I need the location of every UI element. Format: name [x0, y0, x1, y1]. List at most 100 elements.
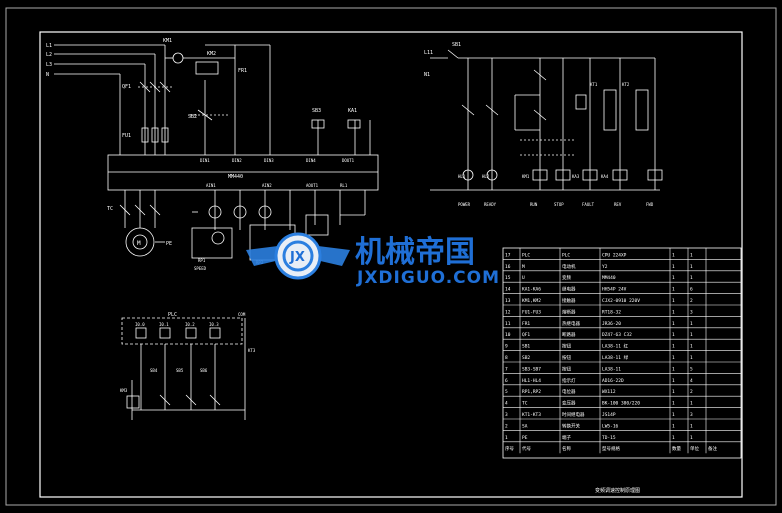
bom-header-cell: 型号规格	[602, 445, 620, 452]
label-inverter: MM440	[228, 174, 243, 180]
bom-cell: 转换开关	[562, 422, 580, 429]
bom-cell: 1	[672, 287, 675, 293]
input-n: N	[46, 72, 49, 78]
plc-in4: I0.3	[209, 322, 219, 327]
bom-cell: 1	[672, 412, 675, 418]
bom-cell: 1	[690, 435, 693, 441]
bom-cell: DZ47-63 C32	[602, 332, 632, 338]
bom-cell: 1	[672, 366, 675, 372]
bom-cell: 变频	[562, 274, 571, 281]
bom-cell: 按钮	[562, 343, 571, 350]
bom-cell: 6	[690, 287, 693, 293]
bom-cell: SB3-SB7	[522, 366, 541, 372]
watermark: JX 机械帝国 JXDIGUO.COM	[246, 232, 500, 288]
bom-cell: AD16-22D	[602, 378, 624, 384]
label-fu: FU1	[122, 133, 131, 139]
bom-cell: PLC	[522, 252, 530, 258]
bom-header-cell: 备注	[708, 445, 717, 452]
drawing-title: 变频调速控制原理图	[595, 487, 640, 494]
bom-cell: 17	[505, 252, 511, 258]
label-sb3: SB3	[312, 108, 321, 114]
bom-cell: 6	[505, 378, 508, 384]
bom-cell: 1	[690, 264, 693, 270]
bom-cell: 3	[690, 309, 693, 315]
bom-cell: 5	[505, 389, 508, 395]
label-sb2: SB2	[188, 114, 197, 120]
bom-cell: 1	[672, 252, 675, 258]
bom-cell: CJX2-0910 220V	[602, 298, 640, 304]
bom-cell: 1	[672, 298, 675, 304]
outer-frame	[5, 7, 777, 506]
watermark-en: JXDIGUO.COM	[356, 268, 500, 288]
bom-cell: PE	[522, 435, 528, 441]
watermark-logo-letters: JX	[289, 250, 305, 265]
bom-cell: 1	[690, 252, 693, 258]
bom-cell: FR1	[522, 321, 530, 327]
bom-cell: 1	[690, 332, 693, 338]
bom-cell: 按钮	[562, 365, 571, 372]
plc-sb6: SB6	[200, 368, 208, 373]
bom-cell: 电位器	[562, 388, 576, 395]
bom-cell: 13	[505, 298, 511, 304]
label-hl1: HL1	[458, 174, 466, 179]
plc-com: COM	[238, 312, 246, 317]
bom-cell: M	[522, 264, 525, 270]
plc-title: PLC	[168, 312, 177, 318]
label-rl1: RL1	[340, 183, 348, 188]
caption-ready: READY	[484, 202, 497, 207]
bom-cell: 按钮	[562, 354, 571, 361]
plc-km3: KM3	[120, 388, 128, 393]
label-ka1: KA1	[348, 108, 357, 114]
label-din1: DIN1	[200, 158, 210, 163]
bom-cell: 7	[505, 366, 508, 372]
bom-cell: TC	[522, 401, 528, 407]
bom-cell: QF1	[522, 332, 530, 338]
bom-cell: HL1-HL4	[522, 378, 541, 384]
plc-sb4: SB4	[150, 368, 158, 373]
caption-power: POWER	[458, 202, 471, 207]
bom-cell: 接触器	[562, 297, 576, 304]
bom-cell: 1	[672, 378, 675, 384]
bom-cell: 1	[672, 309, 675, 315]
bom-grid	[503, 248, 741, 454]
bom-cell: 1	[690, 275, 693, 281]
bom-cell: 1	[672, 355, 675, 361]
bom-cell: 2	[690, 298, 693, 304]
plc-in1: I0.0	[135, 322, 145, 327]
label-qf: QF1	[122, 84, 131, 90]
label-din3: DIN3	[264, 158, 274, 163]
bom-cell: 3	[690, 412, 693, 418]
label-din2: DIN2	[232, 158, 242, 163]
label-motor: M	[137, 240, 141, 247]
bom-cell: 8	[505, 355, 508, 361]
watermark-logo-icon: JX	[246, 232, 350, 280]
label-kt2: KT2	[622, 82, 630, 87]
label-ain1: AIN1	[206, 183, 216, 188]
bom-cell: WX112	[602, 389, 616, 395]
bom-cell: 4	[505, 401, 508, 407]
label-kt1: KT1	[590, 82, 598, 87]
bom-cell: 12	[505, 309, 511, 315]
watermark-cn: 机械帝国	[355, 235, 475, 270]
bom-cell: 1	[672, 435, 675, 441]
bom-cell: 端子	[562, 434, 571, 441]
bom-cell: 11	[505, 321, 511, 327]
caption-rev: REV	[614, 202, 622, 207]
bom-cell: RT18-32	[602, 309, 621, 315]
bom-cell: 1	[672, 423, 675, 429]
label-rp1: RP1	[198, 258, 206, 263]
bom-header-cell: 代号	[522, 445, 531, 452]
bom-cell: 9	[505, 344, 508, 350]
input-l3: L3	[46, 62, 52, 68]
label-fr: FR1	[238, 68, 247, 74]
label-dout1: DOUT1	[342, 158, 355, 163]
bom-cell: RP1,RP2	[522, 389, 541, 395]
bom-cell: 断路器	[562, 331, 576, 338]
bom-cell: Y2	[602, 264, 608, 270]
bom-cell: 2	[505, 423, 508, 429]
bom-cell: 继电器	[562, 286, 576, 293]
caption-fwd: FWD	[646, 202, 654, 207]
label-km2: KM2	[207, 51, 216, 57]
bom-cell: LA38-11 红	[602, 343, 629, 350]
